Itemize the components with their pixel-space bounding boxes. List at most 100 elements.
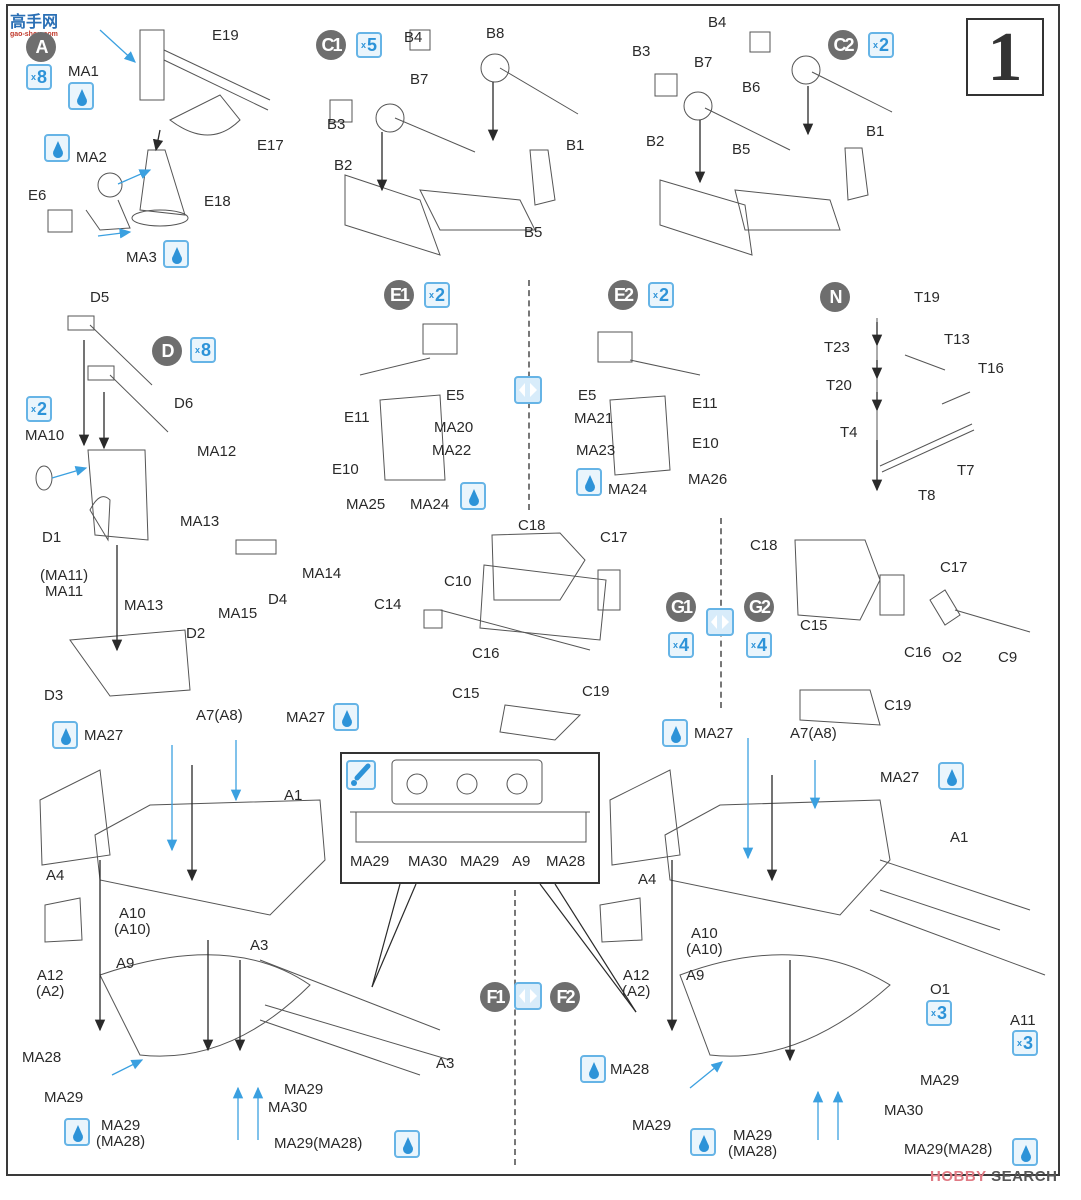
multiplier-c2: x2 bbox=[868, 32, 894, 58]
label-ma29-ma28: MA29 (MA28) bbox=[728, 1127, 778, 1160]
label-ma10: MA10 bbox=[25, 427, 65, 444]
label-ma24: MA24 bbox=[608, 481, 648, 498]
label-b7: B7 bbox=[694, 54, 713, 71]
multiplier-g2: x4 bbox=[746, 632, 772, 658]
step-number: 1 bbox=[966, 18, 1044, 96]
paint-icon bbox=[163, 240, 189, 268]
label-ma29-ma28: MA29(MA28) bbox=[904, 1141, 993, 1158]
label-e11: E11 bbox=[344, 409, 370, 426]
label-c17: C17 bbox=[600, 529, 628, 546]
watermark-hobbysearch: HOBBY SEARCH bbox=[930, 1168, 1057, 1185]
label-e6: E6 bbox=[28, 187, 47, 204]
label-o2: O2 bbox=[942, 649, 963, 666]
label-e5: E5 bbox=[578, 387, 597, 404]
label-a4: A4 bbox=[46, 867, 65, 884]
label-ma28: MA28 bbox=[610, 1061, 650, 1078]
label-ma29: MA29 bbox=[350, 853, 390, 870]
label-ma3: MA3 bbox=[126, 249, 157, 266]
label-ma29-ma28: MA29(MA28) bbox=[274, 1135, 363, 1152]
multiplier-d: x8 bbox=[190, 337, 216, 363]
badge-f2: F2 bbox=[550, 982, 580, 1012]
label-b4: B4 bbox=[708, 14, 727, 31]
label-t8: T8 bbox=[918, 487, 936, 504]
label-ma13: MA13 bbox=[180, 513, 220, 530]
label-e19: E19 bbox=[212, 27, 239, 44]
label-d3: D3 bbox=[44, 687, 64, 704]
label-c10: C10 bbox=[444, 573, 472, 590]
label-d6: D6 bbox=[174, 395, 194, 412]
caution-icon bbox=[346, 760, 376, 790]
label-a3: A3 bbox=[436, 1055, 455, 1072]
paint-icon bbox=[394, 1130, 420, 1158]
label-c17: C17 bbox=[940, 559, 968, 576]
label-ma11: (MA11) MA11 bbox=[40, 567, 89, 600]
label-ma12: MA12 bbox=[197, 443, 237, 460]
label-a10: A10 (A10) bbox=[686, 925, 723, 958]
paint-icon bbox=[1012, 1138, 1038, 1166]
label-ma24: MA24 bbox=[410, 496, 450, 513]
label-ma29: MA29 bbox=[44, 1089, 84, 1106]
label-ma2: MA2 bbox=[76, 149, 107, 166]
badge-e2: E2 bbox=[608, 280, 638, 310]
label-ma30: MA30 bbox=[884, 1102, 924, 1119]
label-ma26: MA26 bbox=[688, 471, 728, 488]
label-ma27: MA27 bbox=[286, 709, 326, 726]
label-ma15: MA15 bbox=[218, 605, 258, 622]
badge-f1: F1 bbox=[480, 982, 510, 1012]
label-b7: B7 bbox=[410, 71, 429, 88]
badge-e1: E1 bbox=[384, 280, 414, 310]
label-t13: T13 bbox=[944, 331, 970, 348]
paint-icon bbox=[44, 134, 70, 162]
label-c18: C18 bbox=[750, 537, 778, 554]
multiplier-value: 3 bbox=[1023, 1033, 1034, 1053]
badge-a: A bbox=[26, 32, 56, 62]
detail-inset: MA29 MA30 MA29 A9 MA28 bbox=[340, 752, 600, 884]
badge-c1: C1 bbox=[316, 30, 346, 60]
label-t16: T16 bbox=[978, 360, 1004, 377]
label-b2: B2 bbox=[646, 133, 665, 150]
label-d5: D5 bbox=[90, 289, 110, 306]
label-a12: A12 (A2) bbox=[36, 967, 65, 1000]
label-ma14: MA14 bbox=[302, 565, 342, 582]
paint-icon bbox=[576, 468, 602, 496]
label-b6: B6 bbox=[742, 79, 761, 96]
label-ma29: MA29 bbox=[632, 1117, 672, 1134]
label-t20: T20 bbox=[826, 377, 852, 394]
label-c19: C19 bbox=[884, 697, 912, 714]
mirror-swap-icon bbox=[706, 608, 734, 636]
label-b2: B2 bbox=[334, 157, 353, 174]
label-ma29: MA29 bbox=[460, 853, 500, 870]
label-a7: A7(A8) bbox=[790, 725, 837, 742]
label-b1: B1 bbox=[866, 123, 885, 140]
label-a1: A1 bbox=[950, 829, 969, 846]
label-a3: A3 bbox=[250, 937, 269, 954]
paint-icon bbox=[52, 721, 78, 749]
label-b3: B3 bbox=[632, 43, 651, 60]
label-ma22: MA22 bbox=[432, 442, 472, 459]
multiplier-value: 3 bbox=[937, 1003, 948, 1023]
multiplier-g1: x4 bbox=[668, 632, 694, 658]
label-a7: A7(A8) bbox=[196, 707, 243, 724]
label-d1: D1 bbox=[42, 529, 62, 546]
label-ma27: MA27 bbox=[880, 769, 920, 786]
label-a11: A11 bbox=[1010, 1012, 1036, 1029]
label-a10: A10 (A10) bbox=[114, 905, 151, 938]
label-t19: T19 bbox=[914, 289, 940, 306]
label-c19: C19 bbox=[582, 683, 610, 700]
multiplier-e2: x2 bbox=[648, 282, 674, 308]
label-a1: A1 bbox=[284, 787, 303, 804]
label-b5: B5 bbox=[732, 141, 751, 158]
label-ma29: MA29 bbox=[920, 1072, 960, 1089]
label-d2: D2 bbox=[186, 625, 206, 642]
label-t23: T23 bbox=[824, 339, 850, 356]
multiplier-e1: x2 bbox=[424, 282, 450, 308]
label-e5: E5 bbox=[446, 387, 465, 404]
label-ma27: MA27 bbox=[84, 727, 124, 744]
watermark-text-a: HOBBY bbox=[930, 1168, 987, 1185]
label-e18: E18 bbox=[204, 193, 231, 210]
multiplier-o1: x3 bbox=[926, 1000, 952, 1026]
multiplier-value: 5 bbox=[367, 35, 378, 55]
label-ma30: MA30 bbox=[408, 853, 448, 870]
label-d4: D4 bbox=[268, 591, 288, 608]
badge-d: D bbox=[152, 336, 182, 366]
